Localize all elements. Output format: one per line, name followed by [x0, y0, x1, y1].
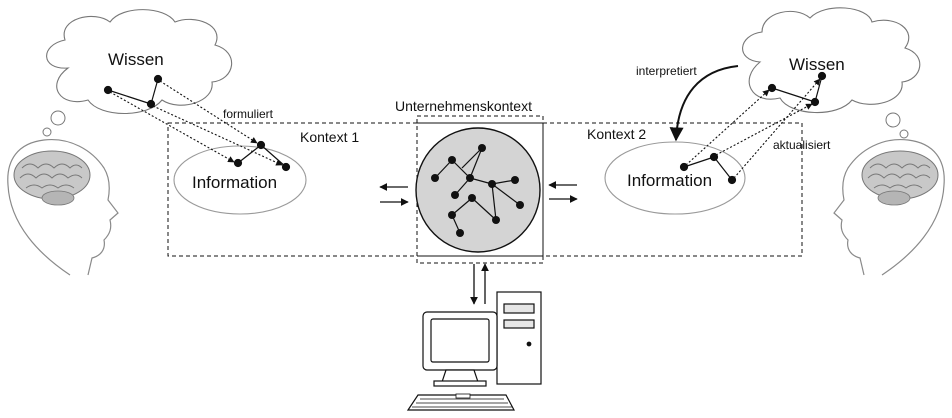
left-exchange-arrows: [379, 183, 409, 206]
company-network-sphere: [415, 127, 541, 253]
left-person-head: [7, 138, 119, 276]
left-formulate-arrows: [109, 80, 283, 166]
context-1-label: Kontext 1: [300, 129, 359, 145]
right-thought-cloud: Wissen: [742, 7, 921, 139]
computer-icon: [406, 291, 542, 411]
right-knowledge-graph: [767, 71, 827, 107]
left-information-ellipse: [173, 145, 307, 215]
left-knowledge-label: Wissen: [108, 50, 164, 69]
update-label: aktualisiert: [773, 138, 831, 152]
interpret-label: interpretiert: [636, 64, 697, 78]
formulate-label: formuliert: [223, 107, 274, 121]
right-information-label: Information: [627, 171, 712, 190]
left-brain-icon: [13, 150, 91, 206]
right-exchange-arrows: [548, 181, 578, 203]
context-2-label: Kontext 2: [587, 126, 646, 142]
left-information-label: Information: [192, 173, 277, 192]
right-information-graph: [679, 152, 737, 185]
computer-exchange-arrows: [470, 263, 489, 305]
interpret-arrow: [669, 65, 739, 142]
company-context-label: Unternehmenskontext: [395, 98, 532, 114]
right-update-arrows: [685, 78, 821, 179]
left-thought-cloud: Wissen: [42, 9, 233, 137]
right-person-head: [833, 138, 945, 276]
left-knowledge-graph: [103, 74, 163, 109]
right-information-ellipse: [604, 141, 746, 215]
right-knowledge-label: Wissen: [789, 55, 845, 74]
right-brain-icon: [861, 150, 939, 206]
